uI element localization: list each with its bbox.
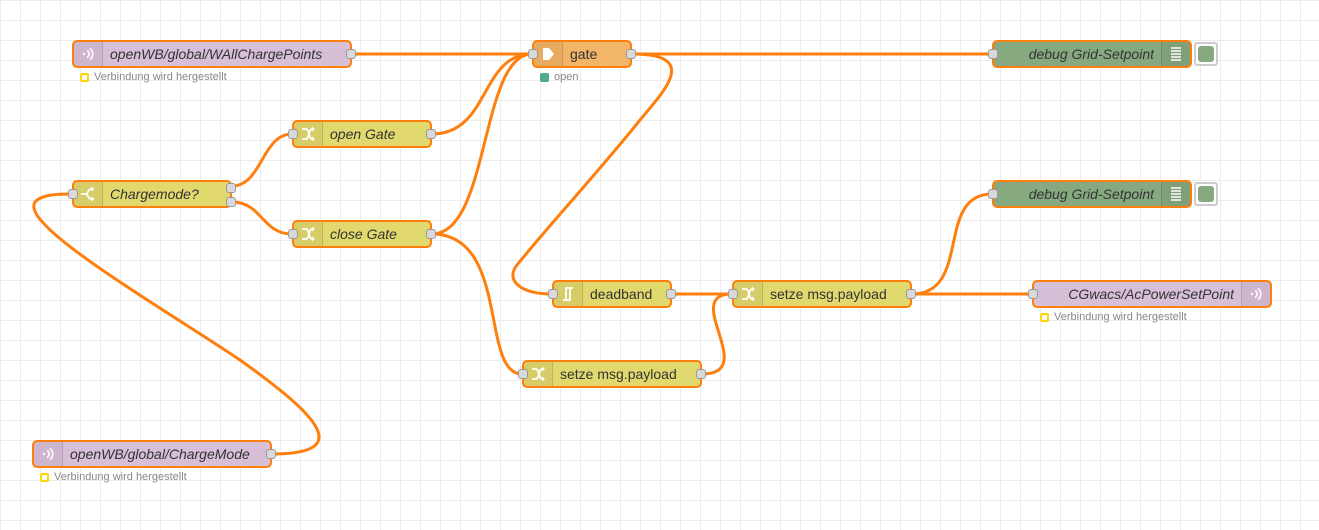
gate-icon: [534, 42, 563, 66]
status-text: Verbindung wird hergestellt: [54, 471, 187, 483]
status-ring-icon: [80, 72, 89, 82]
node-label: Chargemode?: [110, 186, 199, 202]
switch-node-chargemode[interactable]: Chargemode?: [68, 180, 236, 208]
mqtt-in-node-chargemode[interactable]: openWB/global/ChargeMode: [32, 440, 276, 468]
deadband-icon: [554, 282, 583, 306]
node-label: gate: [570, 46, 598, 62]
input-port[interactable]: [288, 229, 298, 239]
output-port[interactable]: [426, 229, 436, 239]
gate-node[interactable]: gate: [528, 40, 636, 68]
node-label: debug Grid-Setpoint: [1028, 186, 1154, 202]
mqtt-icon: [74, 42, 103, 66]
wire: [700, 292, 734, 376]
input-port[interactable]: [68, 189, 78, 199]
status-text: open: [554, 71, 579, 83]
node-label: open Gate: [330, 126, 396, 142]
change-node-setze-payload-1[interactable]: setze msg.payload: [728, 280, 916, 308]
mqtt-icon: [1241, 282, 1270, 306]
wire: [230, 132, 294, 188]
wire: [910, 192, 994, 296]
switch-icon: [74, 182, 103, 206]
change-node-setze-payload-2[interactable]: setze msg.payload: [518, 360, 706, 388]
node-label: setze msg.payload: [560, 366, 677, 382]
debug-toggle-button[interactable]: [1194, 42, 1218, 66]
mqtt-in-node-wallchargepoints[interactable]: openWB/global/WAllChargePoints: [72, 40, 356, 68]
change-node-close-gate[interactable]: close Gate: [288, 220, 436, 248]
node-status: Verbindung wird hergestellt: [40, 471, 187, 483]
output-port[interactable]: [426, 129, 436, 139]
node-label: openWB/global/ChargeMode: [70, 446, 250, 462]
output-port[interactable]: [666, 289, 676, 299]
mqtt-out-node-acpowersetpoint[interactable]: CGwacs/AcPowerSetPoint: [1028, 280, 1272, 308]
input-port[interactable]: [288, 129, 298, 139]
node-label: setze msg.payload: [770, 286, 887, 302]
node-label: openWB/global/WAllChargePoints: [110, 46, 323, 62]
status-dot-icon: [540, 72, 549, 82]
input-port[interactable]: [1028, 289, 1038, 299]
mqtt-icon: [34, 442, 63, 466]
input-port[interactable]: [988, 189, 998, 199]
debug-node-grid-setpoint-1[interactable]: debug Grid-Setpoint: [988, 40, 1192, 68]
output-port[interactable]: [266, 449, 276, 459]
debug-list-icon: [1161, 182, 1190, 206]
wire: [230, 200, 294, 236]
change-icon: [294, 122, 323, 146]
wire: [430, 52, 534, 136]
output-port-1[interactable]: [226, 183, 236, 193]
output-port[interactable]: [346, 49, 356, 59]
node-label: close Gate: [330, 226, 397, 242]
input-port[interactable]: [528, 49, 538, 59]
wire: [32, 192, 321, 456]
change-icon: [294, 222, 323, 246]
output-port-2[interactable]: [226, 197, 236, 207]
wire: [430, 232, 524, 376]
node-status: Verbindung wird hergestellt: [80, 71, 227, 83]
change-icon: [524, 362, 553, 386]
node-label: CGwacs/AcPowerSetPoint: [1068, 286, 1234, 302]
node-label: deadband: [590, 286, 653, 302]
debug-list-icon: [1161, 42, 1190, 66]
wire: [511, 52, 673, 296]
output-port[interactable]: [696, 369, 706, 379]
wire: [430, 52, 534, 236]
output-port[interactable]: [906, 289, 916, 299]
debug-node-grid-setpoint-2[interactable]: debug Grid-Setpoint: [988, 180, 1192, 208]
input-port[interactable]: [728, 289, 738, 299]
change-node-open-gate[interactable]: open Gate: [288, 120, 436, 148]
node-label: debug Grid-Setpoint: [1028, 46, 1154, 62]
output-port[interactable]: [626, 49, 636, 59]
change-icon: [734, 282, 763, 306]
status-text: Verbindung wird hergestellt: [1054, 311, 1187, 323]
input-port[interactable]: [988, 49, 998, 59]
input-port[interactable]: [548, 289, 558, 299]
status-ring-icon: [40, 472, 49, 482]
status-text: Verbindung wird hergestellt: [94, 71, 227, 83]
node-status: open: [540, 71, 578, 83]
deadband-node[interactable]: deadband: [548, 280, 676, 308]
debug-toggle-button[interactable]: [1194, 182, 1218, 206]
node-status: Verbindung wird hergestellt: [1040, 311, 1187, 323]
input-port[interactable]: [518, 369, 528, 379]
status-ring-icon: [1040, 312, 1049, 322]
